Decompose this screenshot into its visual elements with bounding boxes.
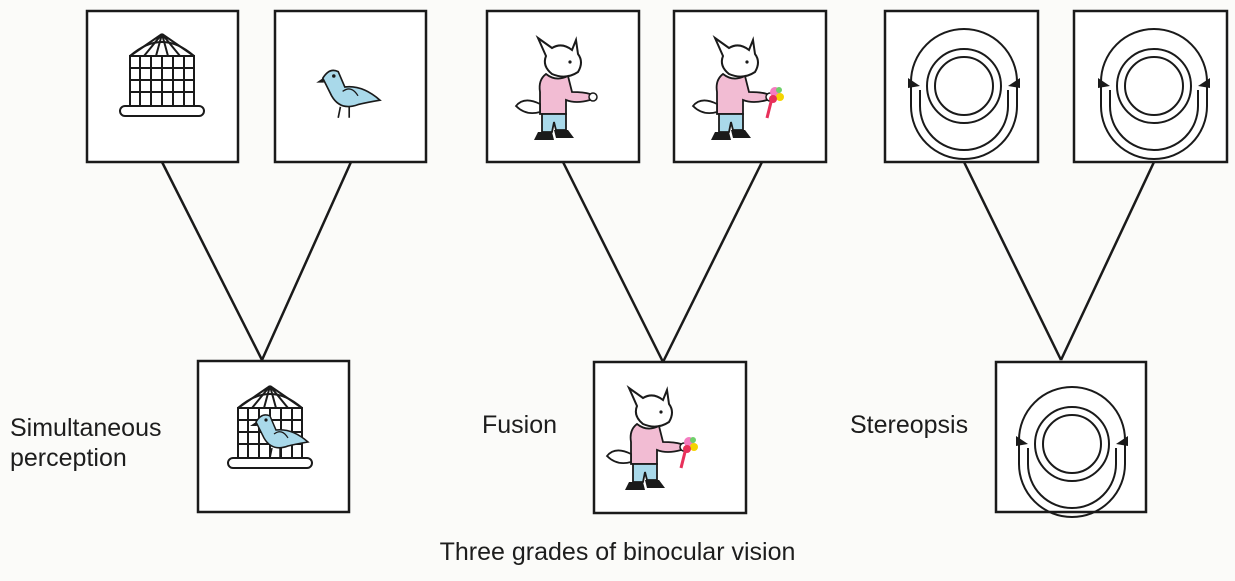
grade-stereopsis bbox=[883, 9, 1229, 518]
combined-panel bbox=[994, 360, 1148, 518]
left-eye-panel bbox=[485, 9, 641, 164]
left-eye-panel bbox=[883, 9, 1040, 164]
right-eye-panel bbox=[273, 9, 428, 164]
figure-caption: Three grades of binocular vision bbox=[439, 538, 796, 566]
grade-label-simultaneous-perception: Simultaneous perception bbox=[10, 414, 162, 472]
combined-panel bbox=[592, 360, 748, 515]
connector-lines bbox=[160, 161, 1156, 363]
left-eye-panel bbox=[85, 9, 240, 164]
grade-fusion bbox=[485, 9, 828, 515]
right-eye-panel bbox=[672, 9, 828, 164]
right-eye-panel bbox=[1072, 9, 1229, 164]
grade-label-fusion: Fusion bbox=[482, 411, 558, 439]
grade-label-stereopsis: Stereopsis bbox=[850, 411, 969, 439]
combined-panel bbox=[196, 359, 351, 514]
grade-simultaneous-perception bbox=[85, 9, 428, 514]
